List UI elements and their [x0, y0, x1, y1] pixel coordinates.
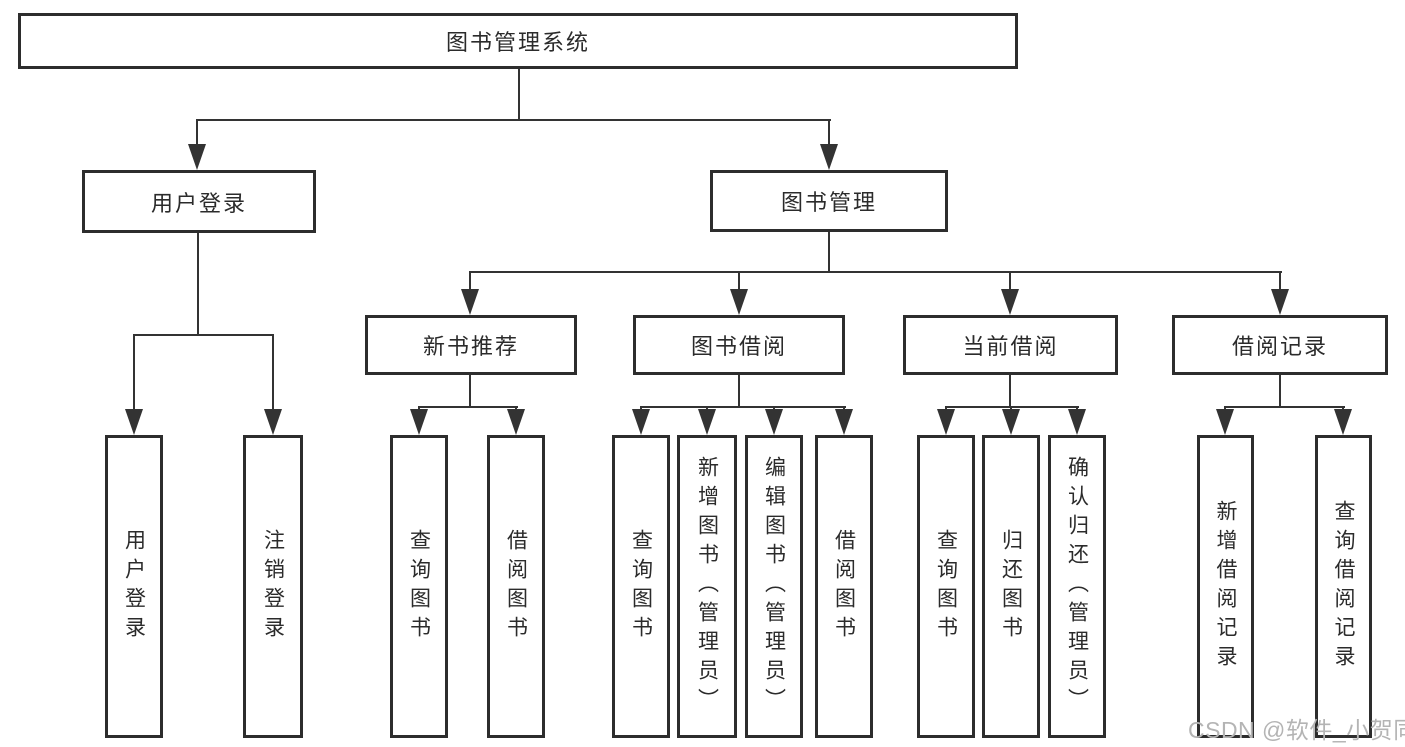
arrowhead-down — [835, 409, 853, 435]
connector-line — [418, 406, 518, 408]
connector-line — [196, 119, 831, 121]
connector-line — [469, 375, 471, 408]
csdn-watermark: CSDN @软件_小贺同学 — [1188, 717, 1405, 743]
connector-line — [469, 271, 1282, 273]
arrowhead-down — [188, 144, 206, 170]
arrowhead-down — [632, 409, 650, 435]
arrowhead-down — [698, 409, 716, 435]
arrowhead-down — [1271, 289, 1289, 315]
leaf-query-books: 查询图书 — [917, 435, 975, 738]
connector-line — [197, 233, 199, 336]
connector-line — [1279, 271, 1281, 291]
node-book-management: 图书管理 — [710, 170, 948, 232]
node-book-borrowing: 图书借阅 — [633, 315, 845, 375]
connector-line — [1224, 406, 1345, 408]
node-root-system: 图书管理系统 — [18, 13, 1018, 69]
leaf-confirm-return-admin: 确认归还（管理员） — [1048, 435, 1106, 738]
arrowhead-down — [1216, 409, 1234, 435]
arrowhead-down — [410, 409, 428, 435]
node-borrowing-records: 借阅记录 — [1172, 315, 1388, 375]
arrowhead-down — [1001, 289, 1019, 315]
leaf-query-borrow-record: 查询借阅记录 — [1315, 435, 1372, 738]
node-current-borrowing: 当前借阅 — [903, 315, 1118, 375]
connector-line — [828, 232, 830, 273]
node-new-book-recommendation: 新书推荐 — [365, 315, 577, 375]
leaf-query-books: 查询图书 — [390, 435, 448, 738]
arrowhead-down — [730, 289, 748, 315]
leaf-logout: 注销登录 — [243, 435, 303, 738]
arrowhead-down — [1002, 409, 1020, 435]
leaf-add-borrow-record: 新增借阅记录 — [1197, 435, 1254, 738]
leaf-edit-books-admin: 编辑图书（管理员） — [745, 435, 803, 738]
leaf-query-books: 查询图书 — [612, 435, 670, 738]
arrowhead-down — [1068, 409, 1086, 435]
arrowhead-down — [937, 409, 955, 435]
connector-line — [196, 119, 198, 146]
connector-line — [272, 334, 274, 411]
arrowhead-down — [125, 409, 143, 435]
connector-line — [828, 119, 830, 146]
leaf-return-books: 归还图书 — [982, 435, 1040, 738]
arrowhead-down — [507, 409, 525, 435]
connector-line — [1279, 375, 1281, 408]
connector-line — [469, 271, 471, 291]
node-user-login: 用户登录 — [82, 170, 316, 233]
connector-line — [738, 375, 740, 408]
connector-line — [133, 334, 135, 411]
arrowhead-down — [765, 409, 783, 435]
connector-line — [945, 406, 1079, 408]
arrowhead-down — [820, 144, 838, 170]
connector-line — [738, 271, 740, 291]
arrowhead-down — [264, 409, 282, 435]
arrowhead-down — [461, 289, 479, 315]
connector-line — [518, 69, 520, 121]
connector-line — [640, 406, 846, 408]
leaf-borrow-books: 借阅图书 — [815, 435, 873, 738]
connector-line — [1009, 375, 1011, 408]
leaf-borrow-books: 借阅图书 — [487, 435, 545, 738]
leaf-add-books-admin: 新增图书（管理员） — [677, 435, 737, 738]
connector-line — [133, 334, 274, 336]
leaf-user-login: 用户登录 — [105, 435, 163, 738]
arrowhead-down — [1334, 409, 1352, 435]
connector-line — [1009, 271, 1011, 291]
